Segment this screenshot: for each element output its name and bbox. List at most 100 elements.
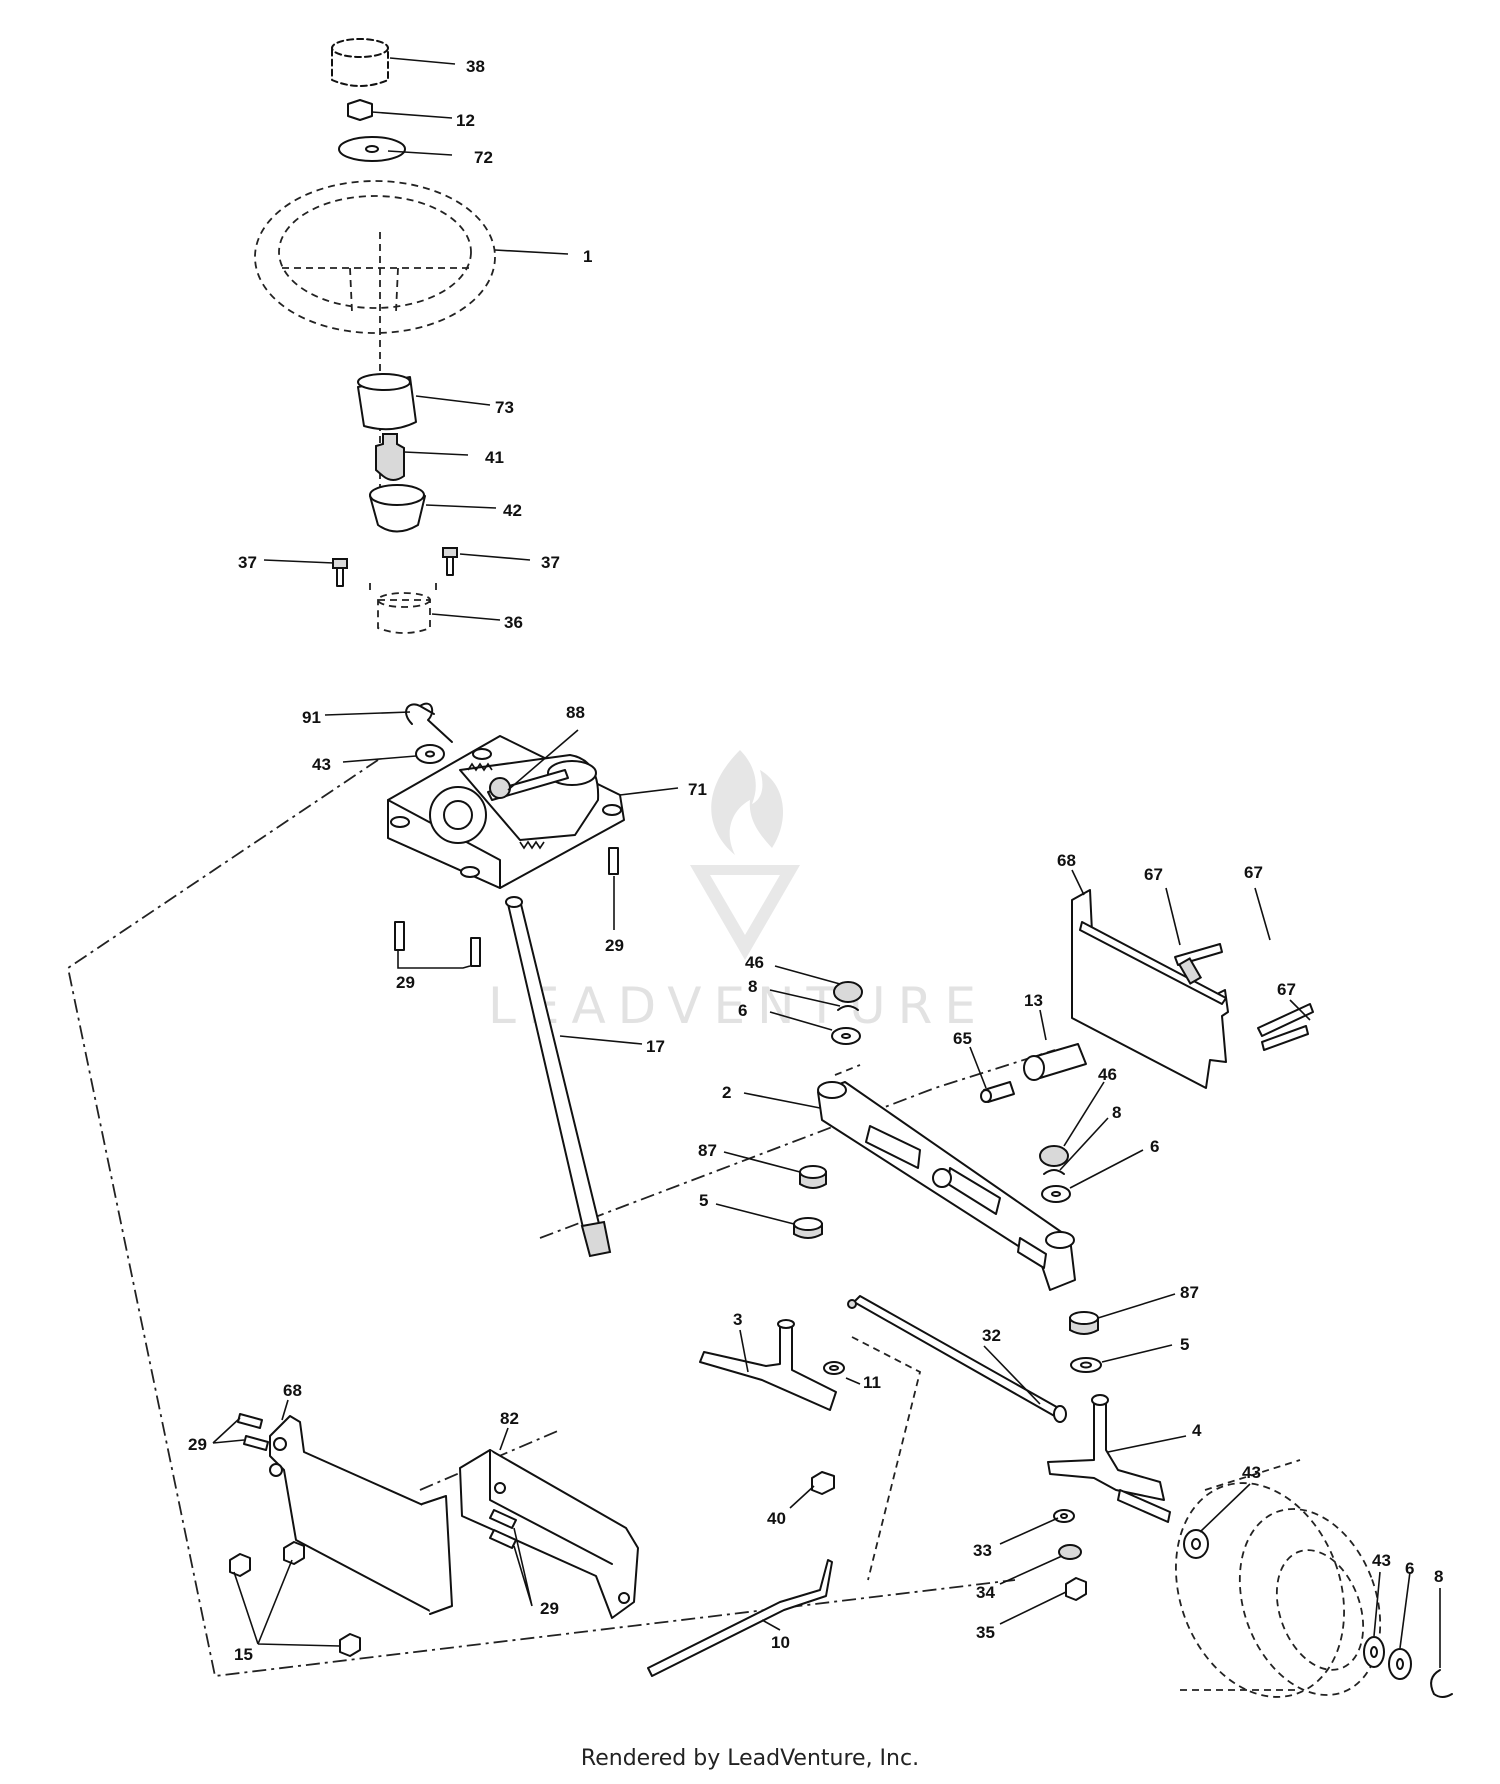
- callout-73: 73: [495, 398, 514, 417]
- footer-credit: Rendered by LeadVenture, Inc.: [580, 1746, 920, 1771]
- callout-3: 3: [733, 1310, 742, 1329]
- callout-42: 42: [503, 501, 522, 520]
- callout-38: 38: [466, 57, 485, 76]
- callout-17: 17: [646, 1037, 665, 1056]
- part-46-cap-left: [833, 981, 863, 1003]
- leader-lines: [212, 57, 1441, 1668]
- callout-29-upper-left: 29: [188, 1435, 207, 1454]
- callout-15: 15: [234, 1645, 253, 1664]
- callout-72: 72: [474, 148, 493, 167]
- callout-29-left: 29: [396, 973, 415, 992]
- part-13-spacer: [1023, 1043, 1087, 1081]
- part-37-bolt-right: [442, 547, 458, 576]
- part-82-support-bracket: [459, 1449, 639, 1619]
- callout-33: 33: [973, 1541, 992, 1560]
- callout-68-upper: 68: [1057, 851, 1076, 870]
- part-42-bearing: [369, 484, 426, 533]
- callout-46-left: 46: [745, 953, 764, 972]
- callout-82: 82: [500, 1409, 519, 1428]
- part-40-nut: [811, 1471, 835, 1495]
- callout-12: 12: [456, 111, 475, 130]
- part-29-screws-left: [237, 1413, 269, 1451]
- callout-71: 71: [688, 780, 707, 799]
- callout-68-lower: 68: [283, 1381, 302, 1400]
- part-87-bushing-right: [1069, 1311, 1099, 1335]
- callout-67-c: 67: [1277, 980, 1296, 999]
- callout-43-right: 43: [1242, 1463, 1261, 1482]
- callout-6-wheel: 6: [1405, 1559, 1414, 1578]
- part-43-washer-wheel: [1363, 1636, 1385, 1668]
- callout-6-right: 6: [1150, 1137, 1159, 1156]
- part-33-washer: [1053, 1509, 1075, 1523]
- part-36-collar: [369, 580, 437, 634]
- part-41-bushing: [375, 433, 405, 481]
- callout-36: 36: [504, 613, 523, 632]
- part-4-spindle-right: [1047, 1394, 1171, 1523]
- callout-67-b: 67: [1244, 863, 1263, 882]
- part-91-hairpin-clip: [405, 702, 453, 743]
- callout-8-wheel: 8: [1434, 1567, 1443, 1586]
- leadventure-v-logo: [690, 865, 800, 960]
- part-68-mounting-bracket-lower: [269, 1415, 453, 1615]
- callout-88: 88: [566, 703, 585, 722]
- callout-13: 13: [1024, 991, 1043, 1010]
- part-12-nut: [347, 99, 373, 121]
- callout-10: 10: [771, 1633, 790, 1652]
- part-2-front-axle: [817, 1081, 1076, 1291]
- callout-29-right: 29: [605, 936, 624, 955]
- part-15-nuts: [229, 1541, 361, 1657]
- part-67-bolts: [1174, 943, 1314, 1051]
- callout-11: 11: [863, 1373, 881, 1392]
- part-35-nut: [1065, 1577, 1087, 1601]
- callout-8-left: 8: [748, 977, 757, 996]
- part-73-boot: [357, 373, 417, 431]
- part-8-eclip-wheel: [1430, 1669, 1453, 1698]
- watermark: LEADVENTURE: [488, 750, 988, 1035]
- steering-column-parts: [254, 38, 625, 1258]
- part-46-cap-right: [1039, 1145, 1069, 1167]
- callout-67-a: 67: [1144, 865, 1163, 884]
- callout-46-right: 46: [1098, 1065, 1117, 1084]
- part-29-screws-bottom: [489, 1509, 517, 1549]
- part-37-bolt-left: [332, 558, 348, 587]
- part-11-nut: [823, 1361, 845, 1375]
- callout-41: 41: [485, 448, 504, 467]
- callout-40: 40: [767, 1509, 786, 1528]
- callout-4: 4: [1192, 1421, 1202, 1440]
- callout-37-right: 37: [541, 553, 560, 572]
- part-10-rod: [647, 1559, 833, 1677]
- callout-35: 35: [976, 1623, 995, 1642]
- part-17-steering-shaft: [505, 896, 612, 1258]
- callout-labels: 38 12 72 1 73 41 42 37 37 36 91 88 43 71…: [188, 57, 1443, 1664]
- part-6-washer-right: [1041, 1185, 1071, 1203]
- callout-8-right: 8: [1112, 1103, 1121, 1122]
- part-71-steering-gear-box: [387, 735, 625, 889]
- part-65-pin: [980, 1081, 1015, 1103]
- callout-37-left: 37: [238, 553, 257, 572]
- callout-91: 91: [302, 708, 321, 727]
- part-5-washer-right: [1070, 1357, 1102, 1373]
- part-8-eclip-right: [1043, 1169, 1065, 1175]
- wheel-tire: [1175, 1459, 1382, 1698]
- part-8-eclip-left: [837, 1005, 859, 1011]
- assembly-outlines: [66, 232, 1056, 1677]
- callout-29-bottom: 29: [540, 1599, 559, 1618]
- callout-2: 2: [722, 1083, 731, 1102]
- part-34-lock-washer: [1058, 1544, 1082, 1560]
- part-43-washer-right: [1183, 1529, 1209, 1559]
- part-3-spindle-left: [699, 1319, 837, 1411]
- part-6-washer-wheel: [1388, 1648, 1412, 1680]
- part-72-washer: [338, 136, 406, 162]
- callout-32: 32: [982, 1326, 1001, 1345]
- part-87-bushing-left: [799, 1165, 827, 1189]
- leadventure-flame-logo: [711, 750, 784, 855]
- callout-87-left: 87: [698, 1141, 717, 1160]
- part-1-steering-wheel: [254, 180, 496, 334]
- part-32-drag-link: [847, 1295, 1067, 1423]
- callout-87-right: 87: [1180, 1283, 1199, 1302]
- callout-34: 34: [976, 1583, 995, 1602]
- watermark-text: LEADVENTURE: [488, 977, 988, 1035]
- callout-5-right: 5: [1180, 1335, 1189, 1354]
- callout-43-upper: 43: [312, 755, 331, 774]
